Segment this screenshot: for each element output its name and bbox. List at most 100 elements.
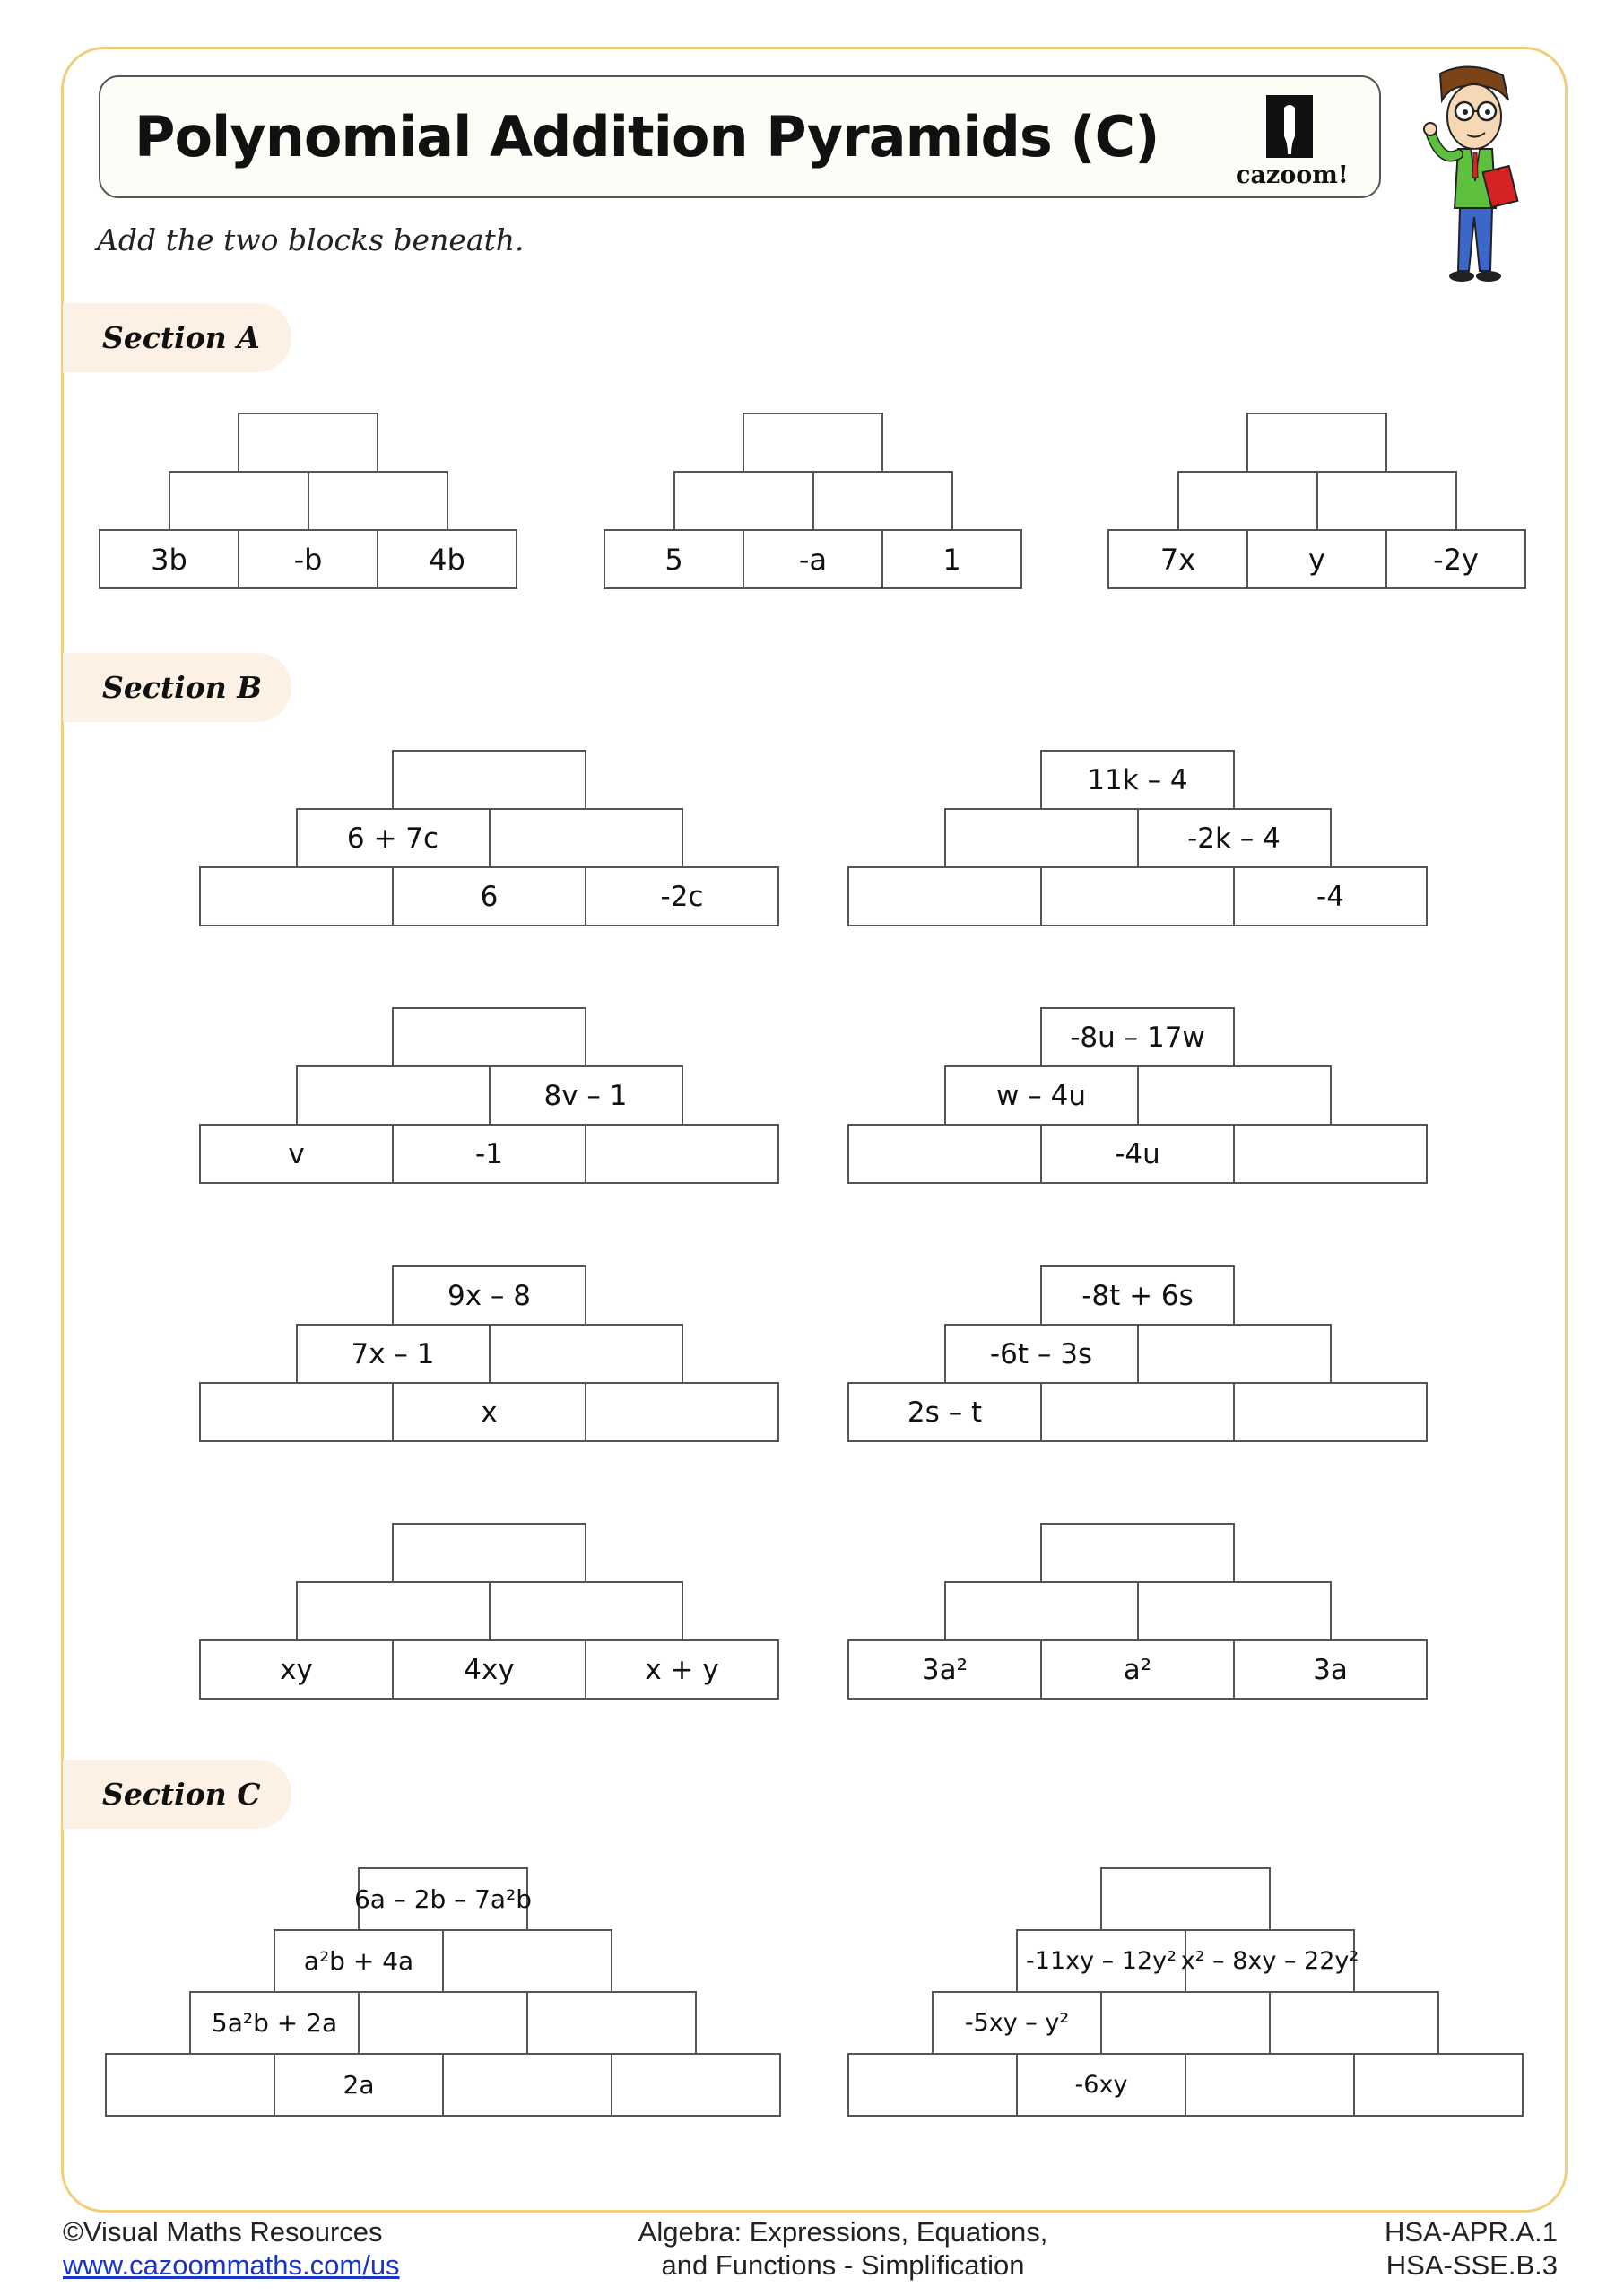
c1-block-row2-2 <box>358 1991 528 2055</box>
b1-block-row1-2: 6 <box>392 866 586 926</box>
c1-block-row1-4 <box>611 2053 781 2117</box>
b4-block-row1-2: -4u <box>1040 1124 1235 1184</box>
title-box: Polynomial Addition Pyramids (C) cazoom! <box>99 75 1381 198</box>
b7-block-row1-1: xy <box>199 1639 394 1700</box>
b8-block-row1-1: 3a² <box>847 1639 1042 1700</box>
b3-block-row2-2: 8v – 1 <box>488 1065 683 1126</box>
b3-block-row3-1 <box>392 1007 586 1067</box>
b4-block-row2-1: w – 4u <box>943 1065 1139 1126</box>
b4-block-row1-1 <box>847 1124 1042 1184</box>
b5-block-row1-2: x <box>392 1382 586 1442</box>
b6-block-row1-1: 2s – t <box>847 1382 1042 1442</box>
a1-block-row2-1 <box>168 471 309 531</box>
a2-block-row1-1: 5 <box>604 529 744 589</box>
b4-block-row3-1: -8u – 17w <box>1040 1007 1235 1067</box>
section-b-label: Section B <box>63 653 291 722</box>
b4-block-row1-3 <box>1233 1124 1428 1184</box>
b8-block-row1-2: a² <box>1040 1639 1235 1700</box>
a2-block-row3-1 <box>743 413 883 473</box>
c1-block-row4-1: 6a – 2b – 7a²b <box>354 1867 532 1931</box>
b8-block-row1-3: 3a <box>1233 1639 1428 1700</box>
b1-block-row1-1 <box>199 866 394 926</box>
instruction-text: Add the two blocks beneath. <box>97 222 525 257</box>
logo-text: cazoom! <box>1236 161 1349 189</box>
b3-block-row2-1 <box>295 1065 491 1126</box>
b3-block-row1-2: -1 <box>392 1124 586 1184</box>
a1-block-row1-3: 4b <box>377 529 517 589</box>
b3-block-row1-3 <box>585 1124 779 1184</box>
b5-block-row3-1: 9x – 8 <box>392 1265 586 1326</box>
c1-block-row2-3 <box>526 1991 697 2055</box>
b7-block-row1-3: x + y <box>585 1639 779 1700</box>
teacher-mascot-icon <box>1423 65 1519 282</box>
b6-block-row3-1: -8t + 6s <box>1040 1265 1235 1326</box>
a1-block-row3-1 <box>238 413 378 473</box>
a2-block-row2-1 <box>673 471 814 531</box>
b2-block-row1-3: -4 <box>1233 866 1428 926</box>
b7-block-row2-2 <box>488 1581 683 1641</box>
b2-block-row3-1: 11k – 4 <box>1040 750 1235 810</box>
a3-block-row3-1 <box>1246 413 1387 473</box>
b1-block-row1-3: -2c <box>585 866 779 926</box>
a3-block-row1-1: 7x <box>1107 529 1248 589</box>
footer-left: ©Visual Maths Resources www.cazoommaths.… <box>63 2215 400 2282</box>
footer-center: Algebra: Expressions, Equations, and Fun… <box>556 2215 1130 2282</box>
b7-block-row1-2: 4xy <box>392 1639 586 1700</box>
b3-block-row1-1: v <box>199 1124 394 1184</box>
standard-1: HSA-APR.A.1 <box>1385 2216 1558 2248</box>
b7-block-row2-1 <box>295 1581 491 1641</box>
standard-2: HSA-SSE.B.3 <box>1385 2249 1558 2281</box>
a3-block-row1-2: y <box>1246 529 1387 589</box>
c2-block-row4-1 <box>1100 1867 1271 1931</box>
a3-block-row2-1 <box>1177 471 1318 531</box>
b2-block-row1-1 <box>847 866 1042 926</box>
b2-block-row2-1 <box>943 808 1139 868</box>
a3-block-row2-2 <box>1316 471 1457 531</box>
b4-block-row2-2 <box>1136 1065 1332 1126</box>
b1-block-row2-2 <box>488 808 683 868</box>
page-title: Polynomial Addition Pyramids (C) <box>135 104 1159 170</box>
b7-block-row3-1 <box>392 1523 586 1583</box>
c2-block-row1-2: -6xy <box>1016 2053 1186 2117</box>
b6-block-row2-1: -6t – 3s <box>943 1324 1139 1384</box>
b1-block-row3-1 <box>392 750 586 810</box>
c2-block-row2-1: -5xy – y² <box>932 1991 1102 2055</box>
b6-block-row2-2 <box>1136 1324 1332 1384</box>
cazoom-drum-icon <box>1266 95 1313 158</box>
c2-block-row2-2 <box>1100 1991 1271 2055</box>
c1-block-row3-1: a²b + 4a <box>274 1929 444 1993</box>
copyright-text: ©Visual Maths Resources <box>63 2216 383 2248</box>
b1-block-row2-1: 6 + 7c <box>295 808 491 868</box>
c2-block-row2-3 <box>1269 1991 1439 2055</box>
page-frame <box>61 47 1568 2213</box>
a1-block-row1-2: -b <box>238 529 378 589</box>
c2-block-row1-3 <box>1185 2053 1355 2117</box>
b8-block-row3-1 <box>1040 1523 1235 1583</box>
c1-block-row1-3 <box>442 2053 612 2117</box>
topic-line-1: Algebra: Expressions, Equations, <box>638 2216 1048 2248</box>
section-a-label: Section A <box>63 303 291 372</box>
c1-block-row2-1: 5a²b + 2a <box>189 1991 360 2055</box>
c1-block-row1-2: 2a <box>274 2053 444 2117</box>
b2-block-row1-2 <box>1040 866 1235 926</box>
c1-block-row1-1 <box>105 2053 275 2117</box>
a2-block-row1-3: 1 <box>881 529 1022 589</box>
b6-block-row1-3 <box>1233 1382 1428 1442</box>
b5-block-row2-2 <box>488 1324 683 1384</box>
footer-right: HSA-APR.A.1 HSA-SSE.B.3 <box>1385 2215 1558 2282</box>
b5-block-row1-1 <box>199 1382 394 1442</box>
cazoom-logo: cazoom! <box>1236 90 1349 189</box>
b8-block-row2-1 <box>943 1581 1139 1641</box>
b6-block-row1-2 <box>1040 1382 1235 1442</box>
c2-block-row3-2: x² – 8xy – 22y² <box>1181 1929 1359 1993</box>
c2-block-row1-1 <box>847 2053 1018 2117</box>
a3-block-row1-3: -2y <box>1385 529 1526 589</box>
c2-block-row3-1: -11xy – 12y² <box>1016 1929 1186 1993</box>
b5-block-row1-3 <box>585 1382 779 1442</box>
b8-block-row2-2 <box>1136 1581 1332 1641</box>
website-link[interactable]: www.cazoommaths.com/us <box>63 2249 400 2281</box>
c2-block-row1-4 <box>1353 2053 1524 2117</box>
a1-block-row1-1: 3b <box>99 529 239 589</box>
b5-block-row2-1: 7x – 1 <box>295 1324 491 1384</box>
a2-block-row2-2 <box>812 471 953 531</box>
